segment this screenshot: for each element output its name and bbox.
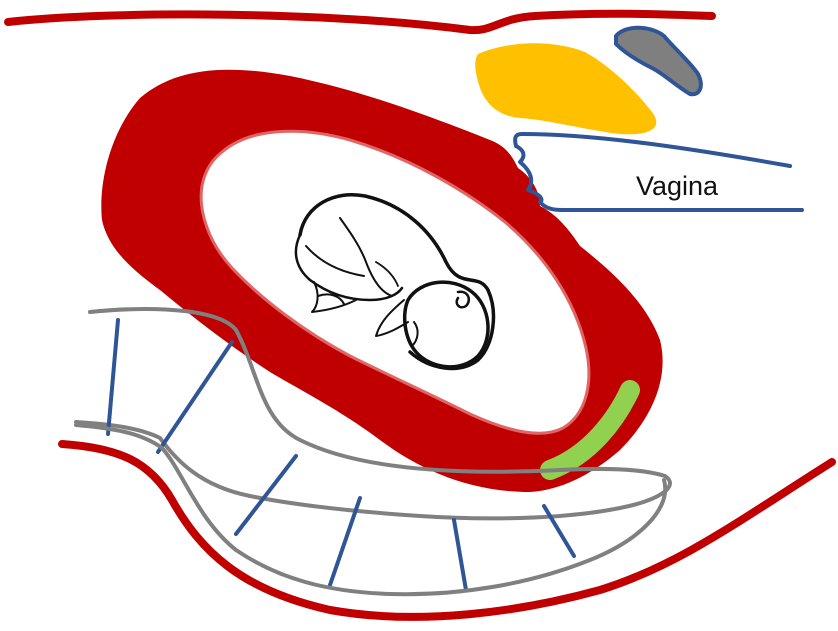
vagina-outline (515, 134, 790, 166)
vagina-label: Vagina (636, 171, 719, 201)
pubic-bone (616, 28, 701, 95)
vagina-outline-lower (540, 202, 802, 210)
abdominal-skin-line (8, 14, 712, 31)
